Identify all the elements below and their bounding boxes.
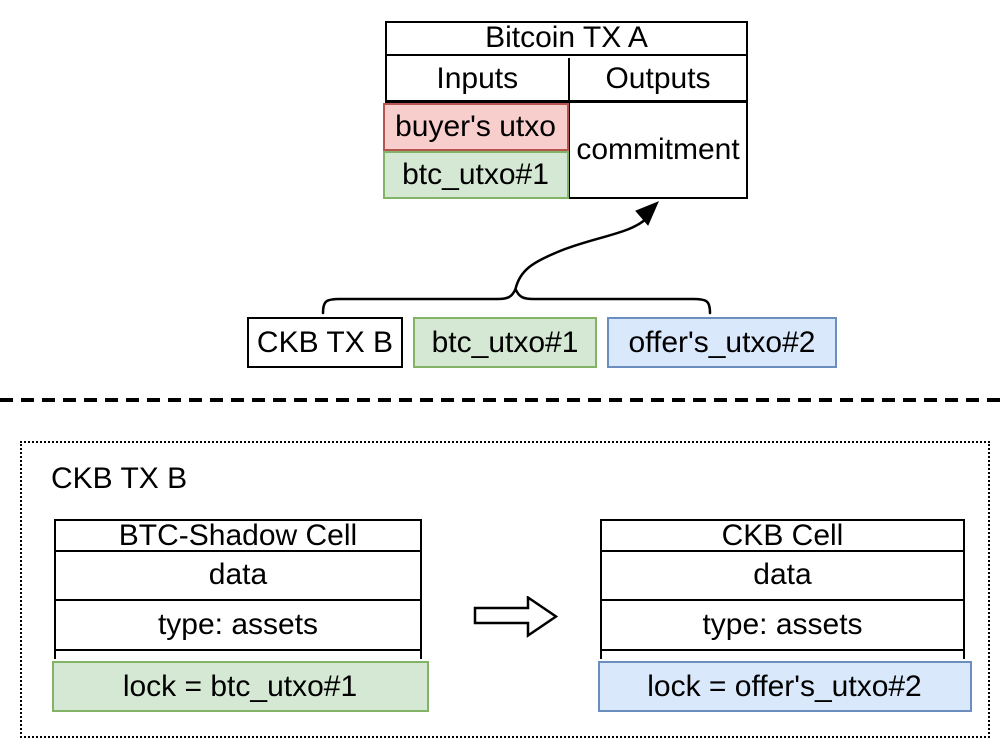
section-divider [0,398,1006,402]
transform-arrow-icon [473,596,559,638]
ckb-cell-lock-row: lock = offer's_utxo#2 [597,661,972,712]
row-divider [387,100,746,103]
ckb-cell-table: CKB Cell data type: assets lock = offer'… [597,519,972,712]
bitcoin-tx-a-table: Bitcoin TX A Inputs Outputs commitment b… [382,21,748,199]
bitcoin-tx-a-title: Bitcoin TX A [387,23,746,56]
ckb-cell-title: CKB Cell [602,520,963,552]
column-divider [567,102,570,197]
commitment-cell: commitment [576,132,740,166]
offers-utxo2-box: offer's_utxo#2 [607,317,837,368]
ckb-tx-b-section-label: CKB TX B [51,462,188,495]
commit-arrow-curve [514,214,651,291]
btc-shadow-cell-data-row: data [56,552,420,601]
inputs-header-cell: Inputs [436,62,519,95]
ckb-tx-b-box: CKB TX B [247,317,403,368]
btc-utxo1-box: btc_utxo#1 [413,317,597,368]
column-divider [567,58,570,100]
brace-curve [321,285,712,315]
btc-shadow-cell-lock-row: lock = btc_utxo#1 [51,661,429,712]
ckb-tx-b-container: CKB TX B BTC-Shadow Cell data type: asse… [20,441,990,738]
ckb-cell-data-row: data [602,552,963,601]
btc-shadow-cell-title: BTC-Shadow Cell [56,520,420,552]
btc-shadow-cell-table: BTC-Shadow Cell data type: assets lock =… [51,519,429,712]
arrowhead-icon [635,201,659,226]
ckb-cell-type-row: type: assets [602,601,963,651]
btc-shadow-cell-type-row: type: assets [56,601,420,651]
buyers-utxo-cell: buyer's utxo [382,102,569,151]
btc-utxo1-input-cell: btc_utxo#1 [382,150,569,199]
outputs-header-cell: Outputs [605,62,711,95]
